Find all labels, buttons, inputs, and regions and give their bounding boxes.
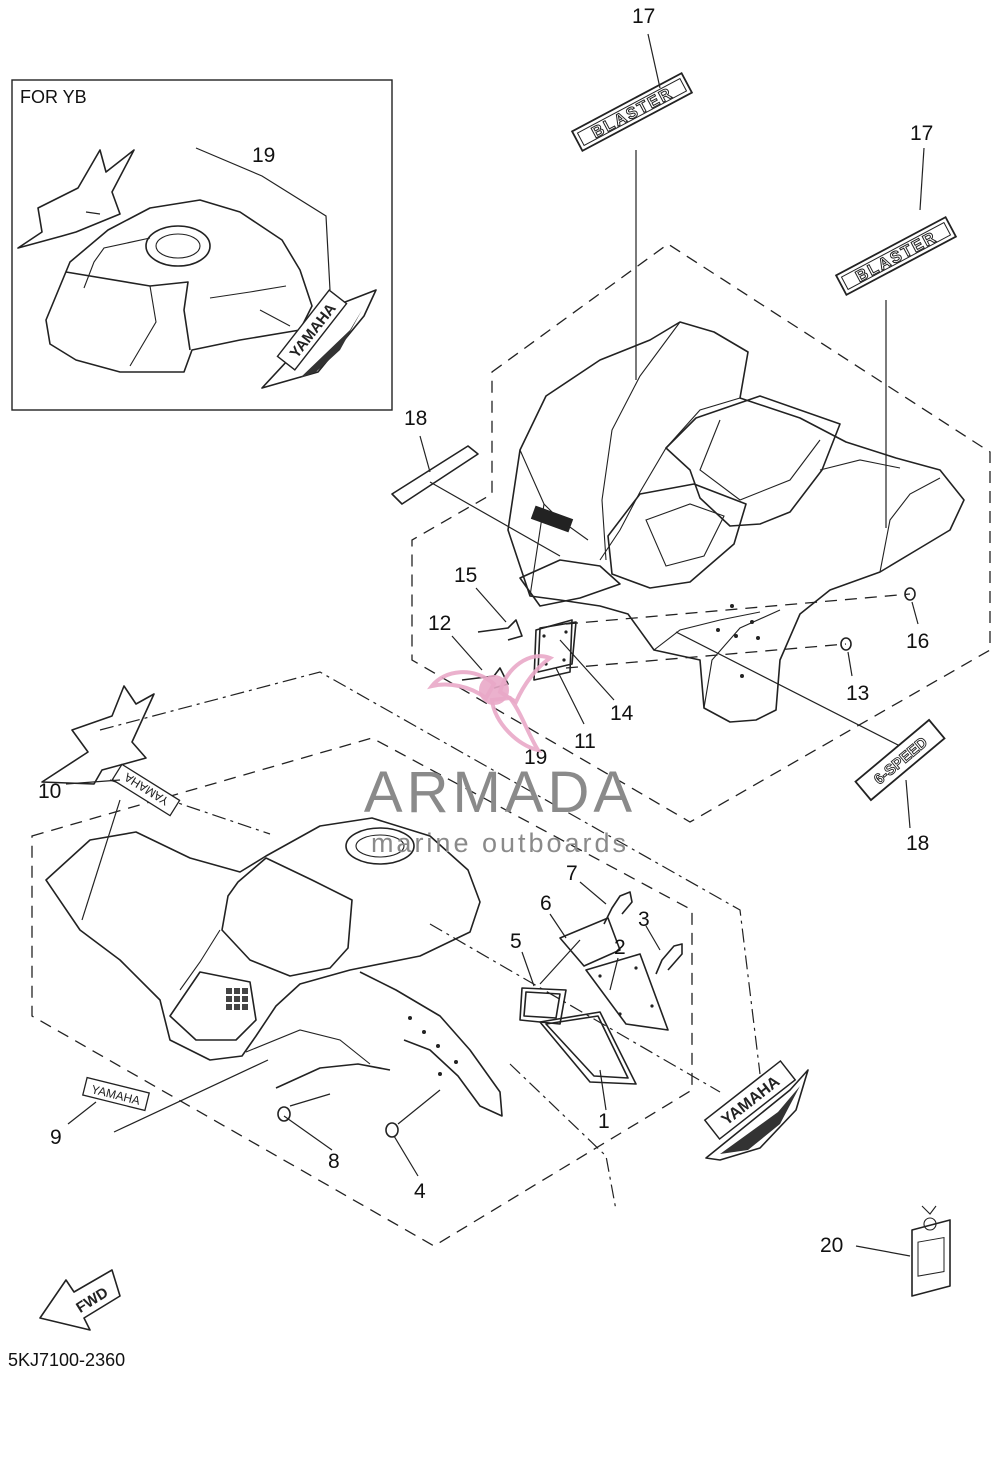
callout-2: 2 <box>614 936 626 959</box>
callout-16: 16 <box>906 630 929 653</box>
blaster-decal-17-right: BLASTER <box>834 215 958 297</box>
callout-17-right: 17 <box>910 122 933 145</box>
callout-12: 12 <box>428 612 451 635</box>
six-speed-decal-18: 6-SPEED <box>854 718 946 802</box>
callout-10: 10 <box>38 780 61 803</box>
inset-front-fender <box>45 199 313 373</box>
fwd-arrow-icon: FWD <box>39 1269 121 1331</box>
propeller-logo-icon <box>427 654 555 753</box>
callout-11: 11 <box>574 730 596 753</box>
callout-20: 20 <box>820 1234 843 1257</box>
callout-5: 5 <box>510 930 522 953</box>
blaster-decal-17-top: BLASTER <box>570 71 694 153</box>
callout-17-top: 17 <box>632 5 655 28</box>
callout-13: 13 <box>846 682 869 705</box>
inset-explode-arrow <box>17 149 135 249</box>
front-explode-arrow <box>41 685 155 785</box>
svg-text:BLASTER: BLASTER <box>853 229 940 286</box>
yamaha-decal-9: YAMAHA <box>81 1059 269 1133</box>
front-dashed-outline <box>31 737 693 1247</box>
front-fender-group <box>31 671 761 1247</box>
callout-6: 6 <box>540 892 552 915</box>
callout-18-left: 18 <box>404 407 427 430</box>
callout-8: 8 <box>328 1150 340 1173</box>
callout-14: 14 <box>610 702 634 725</box>
yamaha-side-decal: YAMAHA <box>703 1059 809 1161</box>
inset-for-yb: FOR YB 19 YAMAHA <box>11 79 393 411</box>
watermark-subtitle: marine outboards <box>371 828 629 858</box>
callout-3: 3 <box>638 908 650 931</box>
callout-19-inset: 19 <box>252 144 275 167</box>
callout-18-right: 18 <box>906 832 929 855</box>
callout-7: 7 <box>566 862 578 885</box>
inset-yamaha-decal: YAMAHA <box>261 289 377 389</box>
rear-dashed-outline <box>411 243 991 823</box>
armada-watermark: ARMADA marine outboards <box>364 654 636 858</box>
leader-lines <box>65 33 925 1177</box>
svg-text:BLASTER: BLASTER <box>589 85 676 142</box>
diagram-part-number: 5KJ7100-2360 <box>8 1350 125 1370</box>
yamaha-decal-10: YAMAHA <box>81 763 181 921</box>
tag-20 <box>855 1205 951 1297</box>
callout-4: 4 <box>414 1180 426 1203</box>
callout-15: 15 <box>454 564 477 587</box>
inset-label: FOR YB <box>20 87 87 107</box>
callout-1: 1 <box>598 1110 610 1133</box>
callout-numbers: 17 17 18 15 12 16 13 14 11 19 18 10 7 6 … <box>38 5 933 1257</box>
rear-fender-group <box>411 150 991 823</box>
inset-frame <box>11 79 393 411</box>
callout-19-main: 19 <box>524 746 547 769</box>
stripe-decal-18 <box>391 445 479 505</box>
callout-9: 9 <box>50 1126 62 1149</box>
watermark-title: ARMADA <box>364 760 636 825</box>
